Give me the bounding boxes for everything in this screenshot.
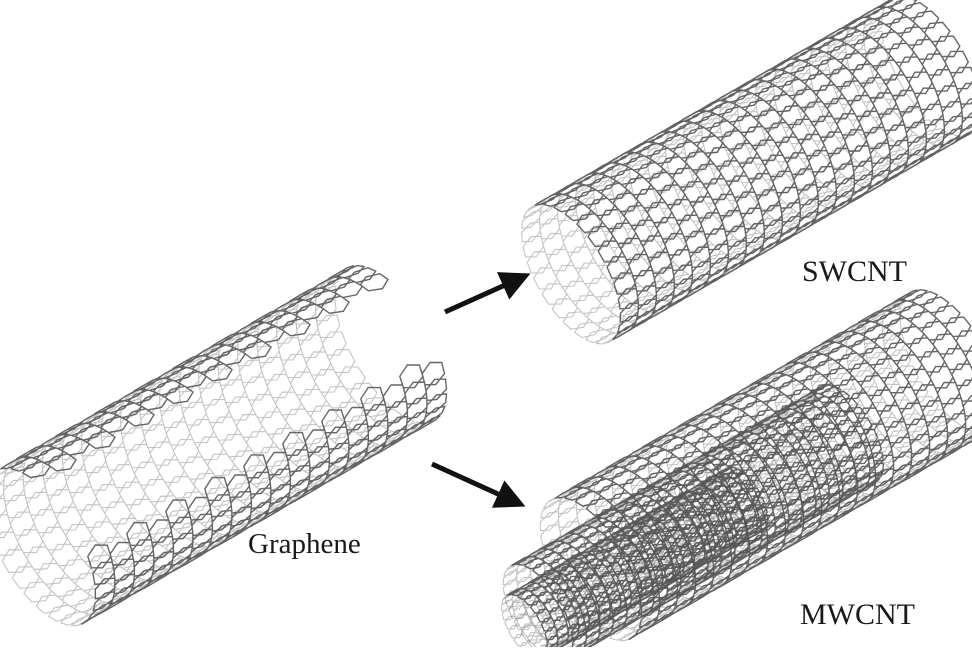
graphene-label: Graphene — [248, 528, 361, 561]
swcnt-label: SWCNT — [802, 255, 907, 289]
mwcnt-label: MWCNT — [800, 598, 915, 632]
mwcnt-tube — [502, 290, 972, 647]
swcnt-tube — [522, 0, 972, 344]
arrow-to-mwcnt — [432, 464, 520, 504]
graphene-sheet — [0, 266, 446, 626]
arrow-to-swcnt — [445, 276, 525, 312]
